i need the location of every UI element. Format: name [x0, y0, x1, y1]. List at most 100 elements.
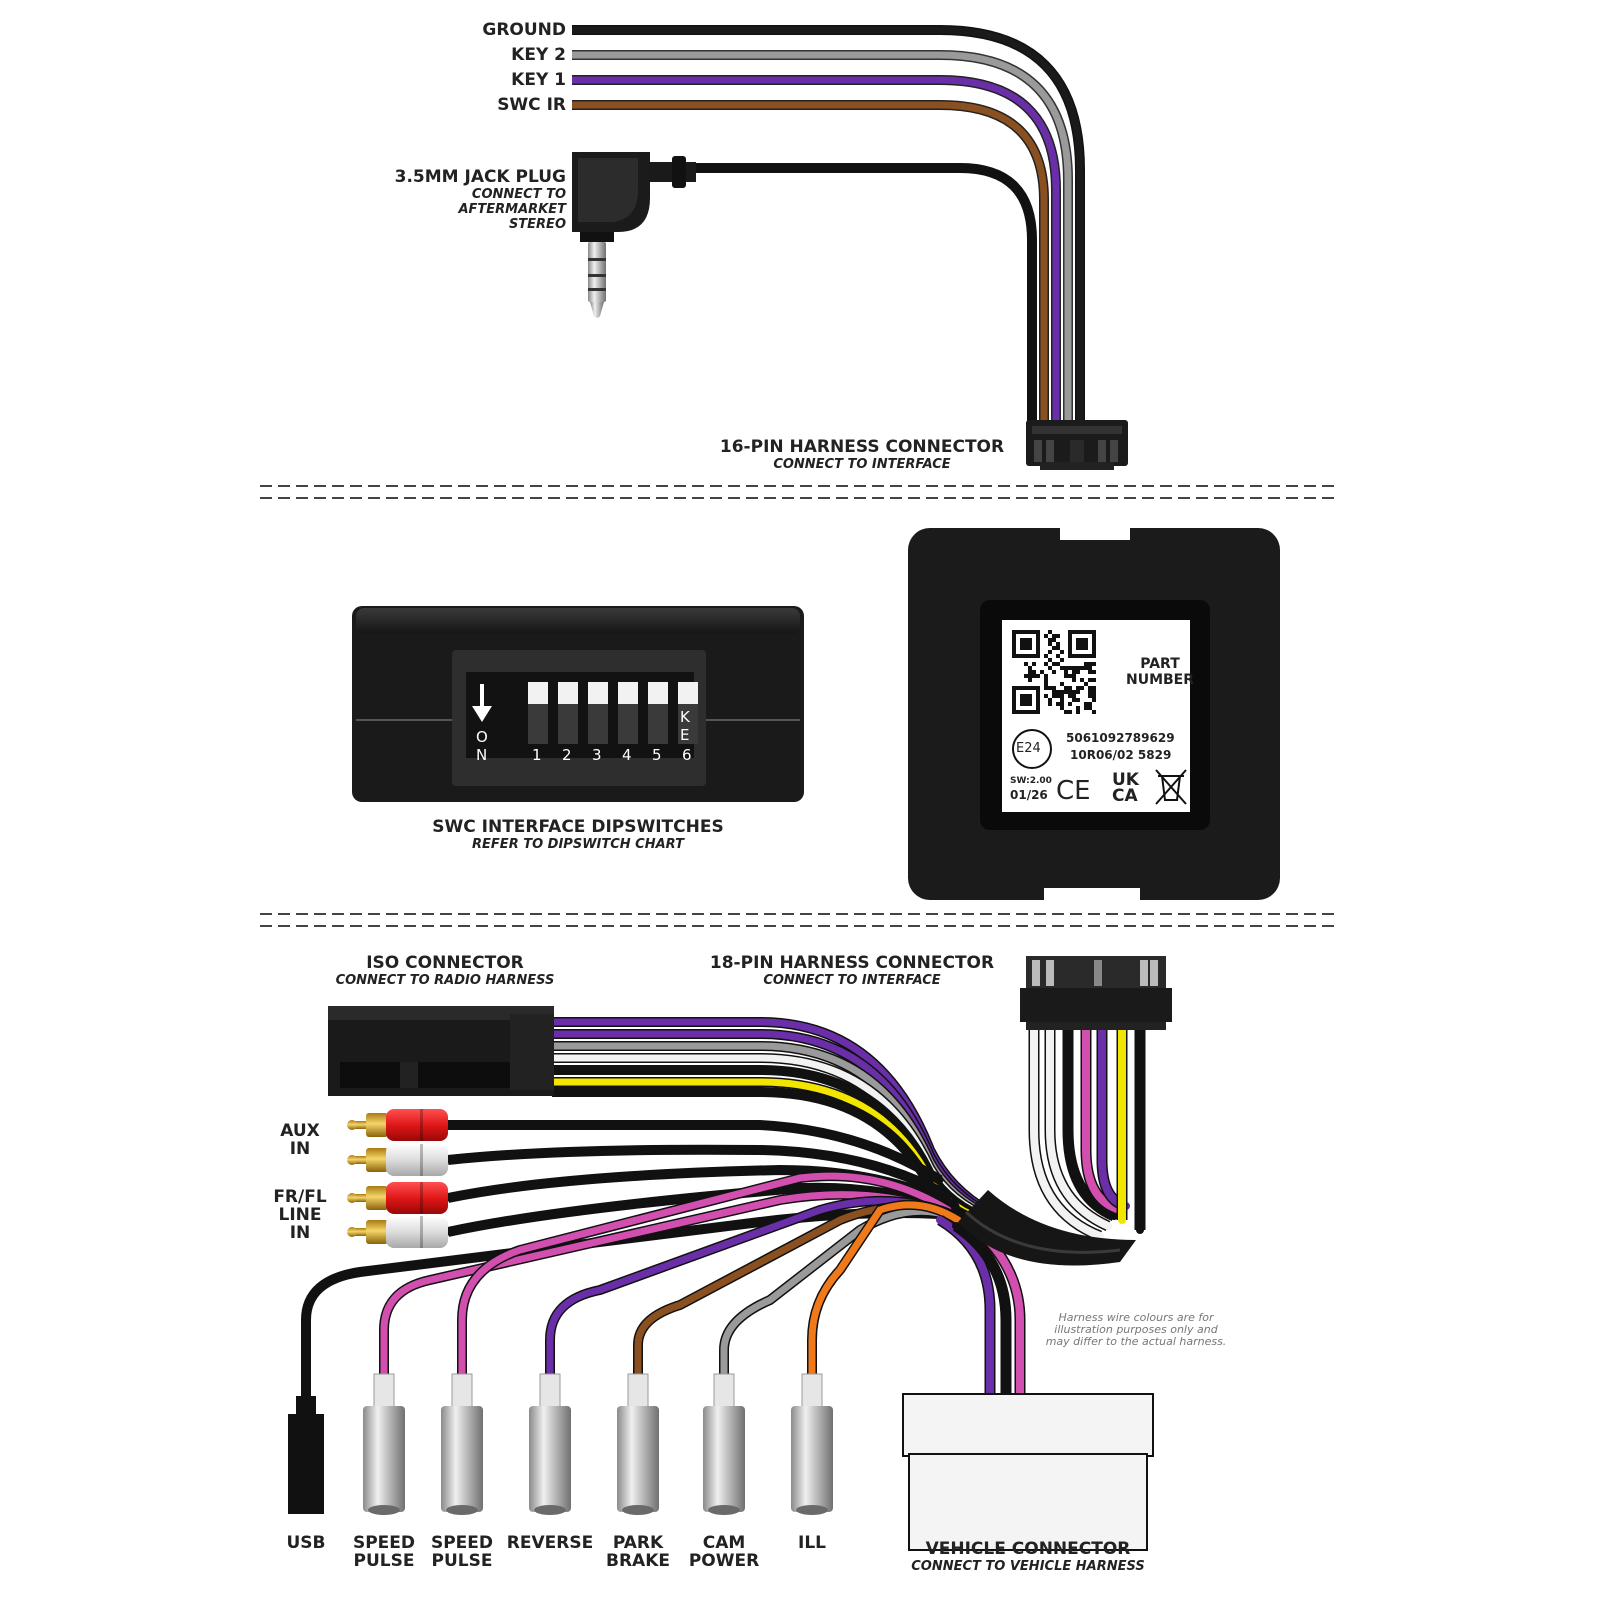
ground-wire [572, 25, 1085, 425]
aux-right-cable [444, 1144, 952, 1201]
terminal-4 [529, 1373, 571, 1515]
ground-label: GROUND [482, 20, 566, 40]
16-pin-connector [1026, 420, 1128, 470]
line-label-1: FR/FL [273, 1187, 327, 1207]
lead-wire-6 [719, 1206, 960, 1394]
18pin-wire-pink [1080, 1020, 1124, 1216]
dip-on-o: O [476, 728, 488, 746]
part-label-2: NUMBER [1125, 672, 1195, 688]
18pin-wire-white-2 [1044, 1020, 1112, 1232]
ukca-ca: CA [1112, 786, 1138, 806]
iso-connector [328, 1006, 554, 1096]
disclaimer-2: illustration purposes only and [1054, 1323, 1218, 1336]
dip-sub: REFER TO DIPSWITCH CHART [472, 837, 684, 852]
dip-switch-3 [588, 682, 608, 744]
line-label-2: LINE [278, 1205, 322, 1225]
lead-label-2-1: SPEED [352, 1533, 416, 1553]
iso-sub: CONNECT TO RADIO HARNESS [335, 973, 555, 988]
lead-label-3-2: PULSE [431, 1551, 493, 1571]
dip-switch-6 [678, 682, 698, 744]
disclaimer-1: Harness wire colours are for [1058, 1311, 1214, 1324]
top-wires [572, 25, 1085, 425]
lead-label-3-1: SPEED [430, 1533, 494, 1553]
iso-title: ISO CONNECTOR [366, 953, 524, 973]
key2-wire [572, 50, 1073, 425]
dip-number-1: 1 [532, 746, 542, 764]
dip-switch-5 [648, 682, 668, 744]
separator-1 [260, 485, 1340, 499]
lead-terminals [288, 1373, 833, 1515]
vehicle-wire-purple [936, 1215, 996, 1402]
jack-plug [572, 152, 696, 318]
vehicle-title: VEHICLE CONNECTOR [925, 1539, 1131, 1559]
terminal-3 [441, 1373, 483, 1515]
line-label-3: IN [289, 1223, 311, 1243]
dip-number-5: 5 [652, 746, 662, 764]
16pin-sub: CONNECT TO INTERFACE [773, 457, 951, 472]
separator-2 [260, 913, 1340, 927]
lead-label-5-1: PARK [612, 1533, 664, 1553]
18pin-wire-black [1062, 1020, 1118, 1222]
18pin-sub: CONNECT TO INTERFACE [763, 973, 941, 988]
18pin-title: 18-PIN HARNESS CONNECTOR [709, 953, 995, 973]
line-left-plug [347, 1182, 448, 1214]
line-right-plug [347, 1216, 448, 1248]
18-pin-connector [1020, 956, 1172, 1030]
lead-wire-3 [457, 1171, 952, 1394]
swc-ir-label: SWC IR [497, 95, 566, 115]
lead-label-4-1: REVERSE [506, 1533, 594, 1553]
e-mark: E24 [1016, 741, 1041, 756]
harness-sleeve [958, 1190, 1136, 1266]
dip-on-n: N [476, 746, 488, 764]
rca-plugs [347, 1109, 448, 1248]
dip-number-6: 6 [682, 746, 692, 764]
terminal-5 [617, 1373, 659, 1515]
dip-switch-4 [618, 682, 638, 744]
part-label-1: PART [1140, 656, 1180, 672]
vehicle-sub: CONNECT TO VEHICLE HARNESS [911, 1559, 1145, 1574]
key1-label: KEY 1 [511, 70, 566, 90]
dip-ke-e: E [680, 726, 690, 744]
approval-number: 10R06/02 5829 [1070, 748, 1172, 762]
lead-label-6-1: CAM [702, 1533, 746, 1553]
ce-mark: CE [1056, 776, 1091, 806]
disclaimer-3: may differ to the actual harness. [1045, 1335, 1227, 1348]
dip-switches [528, 682, 698, 744]
ukca-uk: UK [1112, 770, 1139, 790]
aux-left-plug [347, 1109, 448, 1141]
terminal-6 [703, 1373, 745, 1515]
lead-wire-7 [807, 1199, 962, 1394]
jack-sub-2: AFTERMARKET [458, 202, 566, 217]
qr-code [1012, 630, 1096, 714]
lead-label-7-1: ILL [798, 1533, 826, 1553]
vehicle-connector [902, 1393, 1154, 1551]
vehicle-wire-black [952, 1221, 1012, 1402]
dip-number-2: 2 [562, 746, 572, 764]
e-mark-circle [1012, 729, 1052, 769]
aux-label-1: AUX [280, 1121, 320, 1141]
swc-ir-wire [572, 100, 1049, 425]
key2-label: KEY 2 [511, 45, 566, 65]
jack-cable [690, 163, 1037, 425]
18pin-wire-white-1 [1028, 1020, 1104, 1242]
terminal-7 [791, 1373, 833, 1515]
16pin-title: 16-PIN HARNESS CONNECTOR [719, 437, 1005, 457]
lead-label-5-2: BRAKE [606, 1551, 670, 1571]
dip-switch-1 [528, 682, 548, 744]
lead-label-2-2: PULSE [353, 1551, 415, 1571]
lead-label-1-1: USB [286, 1533, 326, 1553]
jack-sub-3: STEREO [508, 217, 566, 232]
sw-version: SW:2.00 [1010, 776, 1052, 786]
date-code: 01/26 [1010, 788, 1048, 802]
terminal-2 [363, 1373, 405, 1515]
dip-number-3: 3 [592, 746, 602, 764]
dip-on-arrow [472, 684, 492, 722]
weee-bin-icon [1155, 769, 1187, 805]
aux-right-plug [347, 1144, 448, 1176]
dip-switch-2 [558, 682, 578, 744]
lead-label-6-2: POWER [688, 1551, 760, 1571]
dip-number-4: 4 [622, 746, 632, 764]
dip-ke-k: K [680, 708, 690, 726]
bottom-wires [301, 1017, 1146, 1414]
